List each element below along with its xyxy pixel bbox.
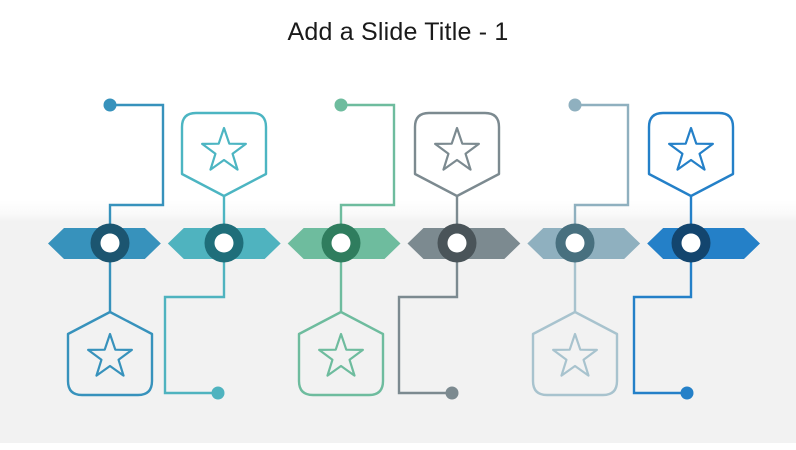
badge-shield-step-1[interactable] xyxy=(66,310,154,397)
star-outline-icon-step-4 xyxy=(434,126,480,171)
node-center-step-6[interactable] xyxy=(681,233,701,253)
star-outline-icon-step-1 xyxy=(87,332,133,377)
page-title[interactable]: Add a Slide Title - 1 xyxy=(287,18,509,46)
connector-layer xyxy=(103,98,694,400)
star-outline-icon-step-2 xyxy=(201,126,247,171)
connector-endpoint-dot-step-1[interactable] xyxy=(103,98,117,112)
connector-line-step-2 xyxy=(163,261,226,395)
connector-endpoint-dot-step-6[interactable] xyxy=(680,386,694,400)
badge-shield-step-5[interactable] xyxy=(531,310,619,397)
badge-shield-step-6[interactable] xyxy=(647,111,735,198)
star-outline-icon-step-6 xyxy=(668,126,714,171)
node-center-step-4[interactable] xyxy=(447,233,467,253)
badge-shield-step-2[interactable] xyxy=(180,111,268,198)
connector-line-step-5 xyxy=(573,103,630,225)
node-layer xyxy=(90,223,711,263)
badge-shield-step-3[interactable] xyxy=(297,310,385,397)
node-center-step-1[interactable] xyxy=(100,233,120,253)
node-center-step-2[interactable] xyxy=(214,233,234,253)
badge-shield-step-4[interactable] xyxy=(413,111,501,198)
connector-endpoint-dot-step-4[interactable] xyxy=(445,386,459,400)
node-center-step-5[interactable] xyxy=(565,233,585,253)
badge-layer xyxy=(66,111,735,397)
node-center-step-3[interactable] xyxy=(331,233,351,253)
connector-line-step-4 xyxy=(397,261,459,395)
connector-endpoint-dot-step-3[interactable] xyxy=(334,98,348,112)
star-outline-icon-step-5 xyxy=(552,332,598,377)
chevron-layer xyxy=(48,228,760,259)
connector-endpoint-dot-step-2[interactable] xyxy=(211,386,225,400)
connector-line-step-6 xyxy=(632,261,693,395)
connector-endpoint-dot-step-5[interactable] xyxy=(568,98,582,112)
star-outline-icon-step-3 xyxy=(318,332,364,377)
connector-line-step-1 xyxy=(108,103,165,225)
connector-line-step-3 xyxy=(339,103,396,225)
